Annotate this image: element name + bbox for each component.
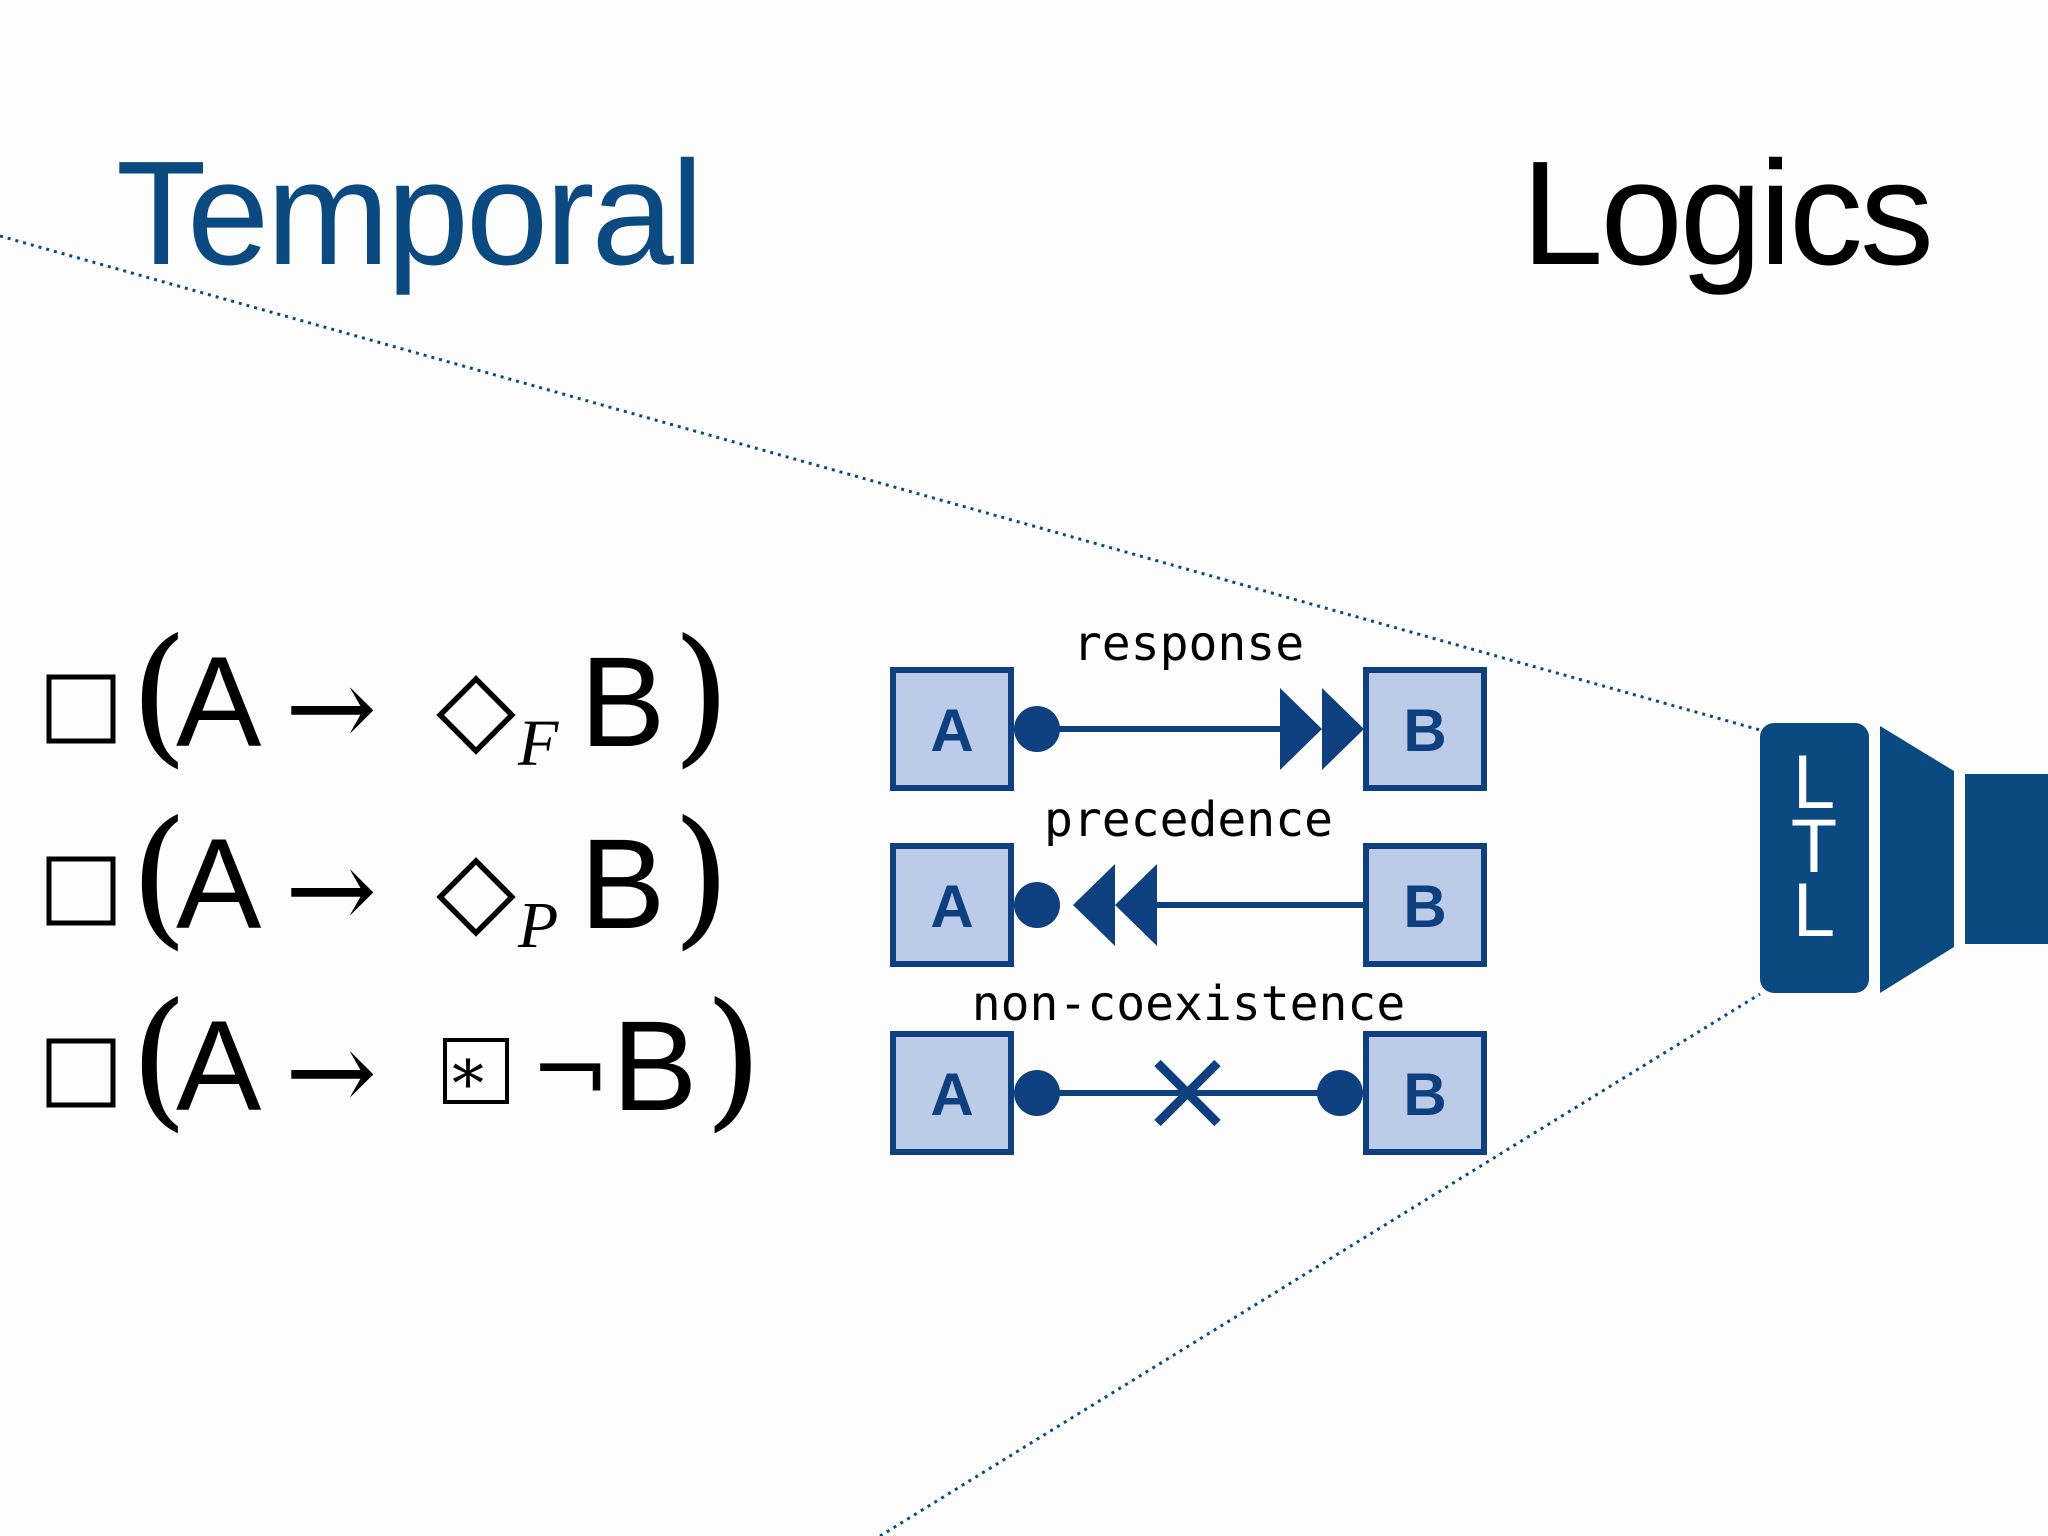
activity-box-b: [1363, 667, 1487, 791]
arrowhead-icon: [1073, 864, 1115, 946]
open-paren: (: [130, 790, 189, 964]
formula-row: (A→ * ¬B): [46, 972, 763, 1146]
close-paren: ): [704, 972, 763, 1146]
constraint-name: precedence: [1044, 792, 1333, 848]
activity-label: B: [1403, 1061, 1446, 1128]
formula-b: B: [580, 631, 665, 774]
always-operator-icon: [46, 674, 116, 744]
activity-label: A: [930, 873, 973, 940]
cross-icon: [1154, 1059, 1221, 1127]
star-glyph: *: [452, 1048, 484, 1122]
open-paren: (: [130, 608, 189, 782]
title-logics: Logics: [1521, 131, 1934, 296]
eventually-operator-icon: ◇: [436, 645, 516, 767]
formula-b: B: [580, 813, 665, 956]
constraint-name: non-coexistence: [972, 976, 1405, 1032]
activation-dot: [1014, 882, 1060, 928]
implies-arrow: →: [285, 644, 377, 772]
ltl-label: LTL: [1791, 740, 1837, 953]
activity-label: A: [930, 697, 973, 764]
negation-symbol: ¬: [530, 1015, 610, 1127]
operator-subscript: P: [517, 889, 558, 962]
beam-upper-edge: [0, 234, 1761, 732]
arrowhead-icon: [1115, 864, 1157, 946]
formula-a: A: [176, 813, 262, 956]
title-temporal: Temporal: [116, 131, 704, 296]
constraint-name: response: [1073, 616, 1304, 672]
arrowhead-icon: [1280, 688, 1322, 770]
eventually-operator-icon: ◇: [436, 827, 516, 949]
ltl-letter: L: [1793, 868, 1835, 953]
operator-subscript: F: [517, 707, 559, 780]
formula-a: A: [176, 995, 262, 1138]
activity-label: B: [1403, 873, 1446, 940]
light-beam: [0, 234, 1761, 1536]
activity-box-a: [890, 667, 1014, 791]
activity-box-a: [890, 1031, 1014, 1155]
close-paren: ): [672, 790, 731, 964]
activity-box-b: [1363, 843, 1487, 967]
arrowhead-icon: [1322, 688, 1364, 770]
formula-b: B: [612, 995, 697, 1138]
formula-a: A: [176, 631, 262, 774]
flashlight-neck: [1880, 726, 1954, 993]
implies-arrow: →: [285, 826, 377, 954]
always-operator-icon: [46, 856, 116, 926]
close-paren: ): [672, 608, 731, 782]
open-paren: (: [130, 972, 189, 1146]
flashlight-icon: LTL: [1760, 723, 2048, 993]
boxed-star-operator-icon: [443, 1038, 509, 1104]
implies-arrow: →: [285, 1008, 377, 1136]
activity-box-b: [1363, 1031, 1487, 1155]
activity-label: B: [1403, 697, 1446, 764]
ltl-letter: T: [1791, 804, 1837, 889]
flashlight-body: [1760, 723, 1869, 993]
ltl-letter: L: [1793, 740, 1835, 825]
activity-label: A: [930, 1061, 973, 1128]
flashlight-handle: [1965, 774, 2048, 944]
activity-box-a: [890, 843, 1014, 967]
always-operator-icon: [46, 1038, 116, 1108]
